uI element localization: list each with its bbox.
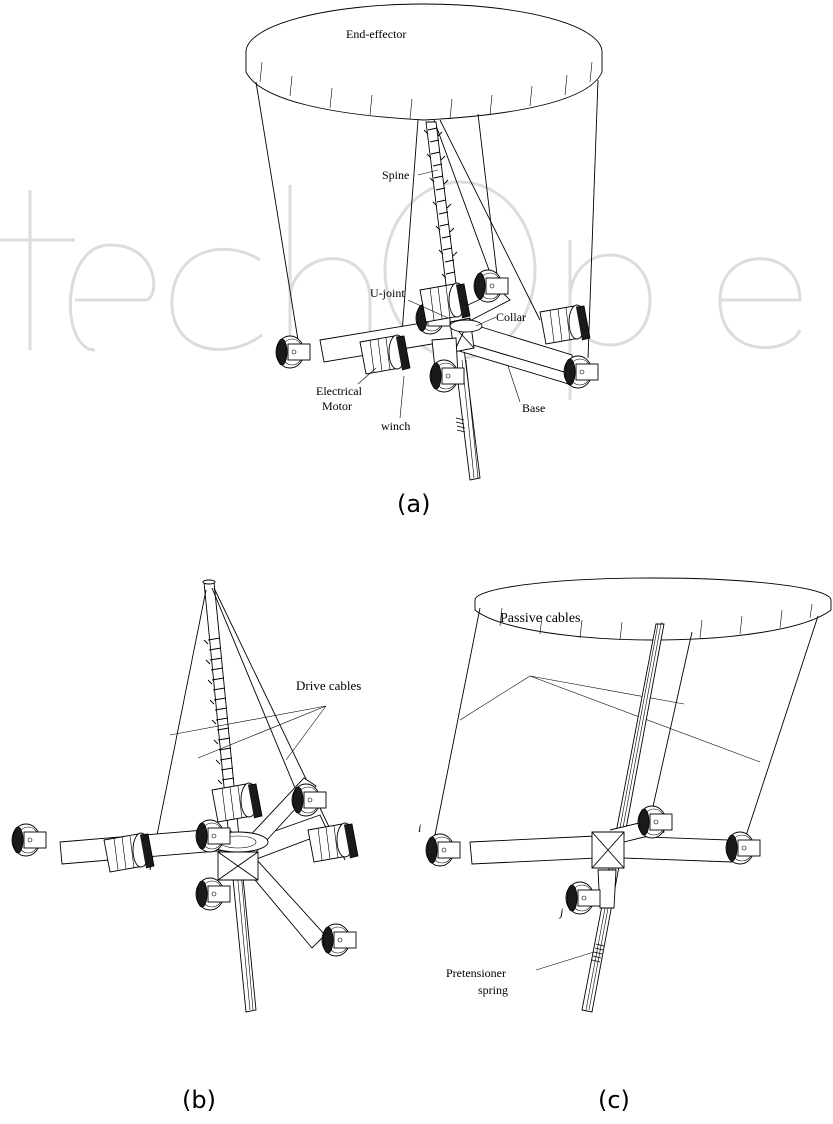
leader-spine (417, 169, 439, 176)
leader-drive-cable-3 (285, 705, 327, 761)
panel-b-motor-left (103, 832, 155, 873)
leader-collar (475, 316, 497, 327)
label-pretensioner: Pretensioner (446, 966, 506, 980)
label-winch: winch (381, 419, 410, 433)
panel-b-wheel-front-right (321, 923, 357, 957)
label-u-joint: U-joint (370, 286, 405, 300)
label-motor: Motor (322, 399, 352, 413)
label-spring: spring (478, 983, 508, 997)
caption-b: (b) (182, 1086, 216, 1114)
panel-c-wheel-back (637, 805, 673, 839)
caption-c: (c) (598, 1086, 630, 1114)
panel-b-motor-back (211, 782, 263, 823)
label-end-effector: End-effector (346, 27, 406, 41)
label-spine: Spine (382, 168, 409, 182)
panel-b-wheel-front (195, 877, 231, 911)
label-node-j: j (558, 905, 564, 919)
leader-drive-cable-2 (197, 705, 327, 759)
panel-b-wheel-left (11, 823, 47, 857)
leader-base (507, 365, 521, 403)
end-effector-disk (245, 3, 603, 121)
panel-a-motor-right (539, 304, 591, 345)
label-node-i: i (418, 821, 421, 835)
panel-a-cables (255, 79, 599, 361)
panel-a-wheel-right (563, 355, 599, 389)
leader-motor (357, 367, 377, 385)
panel-c: Passive cables i j Pretensioner spring (… (418, 577, 832, 1114)
panel-a-motor-back (419, 282, 471, 323)
panel-c-end-effector-disk (474, 577, 832, 641)
label-electrical: Electrical (316, 384, 363, 398)
panel-b-motor-right (307, 822, 359, 863)
panel-a-motor-front (359, 334, 411, 375)
caption-a: (a) (397, 490, 430, 518)
label-passive-cables: Passive cables (500, 611, 580, 626)
panel-b-wheel-back-right (291, 783, 327, 817)
label-drive-cables: Drive cables (296, 678, 361, 693)
leader-winch (399, 375, 405, 419)
panel-b: Drive cables (b) (11, 579, 361, 1114)
leader-u-joint (407, 299, 449, 319)
panel-c-base (469, 817, 733, 909)
panel-b-base (59, 777, 329, 949)
leader-drive-cable-1 (169, 705, 327, 736)
label-base: Base (522, 401, 545, 415)
panel-a: End-effector Spine U-joint Collar Electr… (245, 3, 603, 518)
panel-b-drive-cables (149, 587, 346, 871)
panel-a-wheel-left (275, 335, 311, 369)
leader-pretensioner (535, 951, 595, 971)
panel-c-wheel-left (425, 833, 461, 867)
panel-c-wheel-front (565, 881, 601, 915)
watermark-outline (0, 180, 802, 400)
panel-c-wheel-right (725, 831, 761, 865)
label-collar: Collar (496, 310, 526, 324)
